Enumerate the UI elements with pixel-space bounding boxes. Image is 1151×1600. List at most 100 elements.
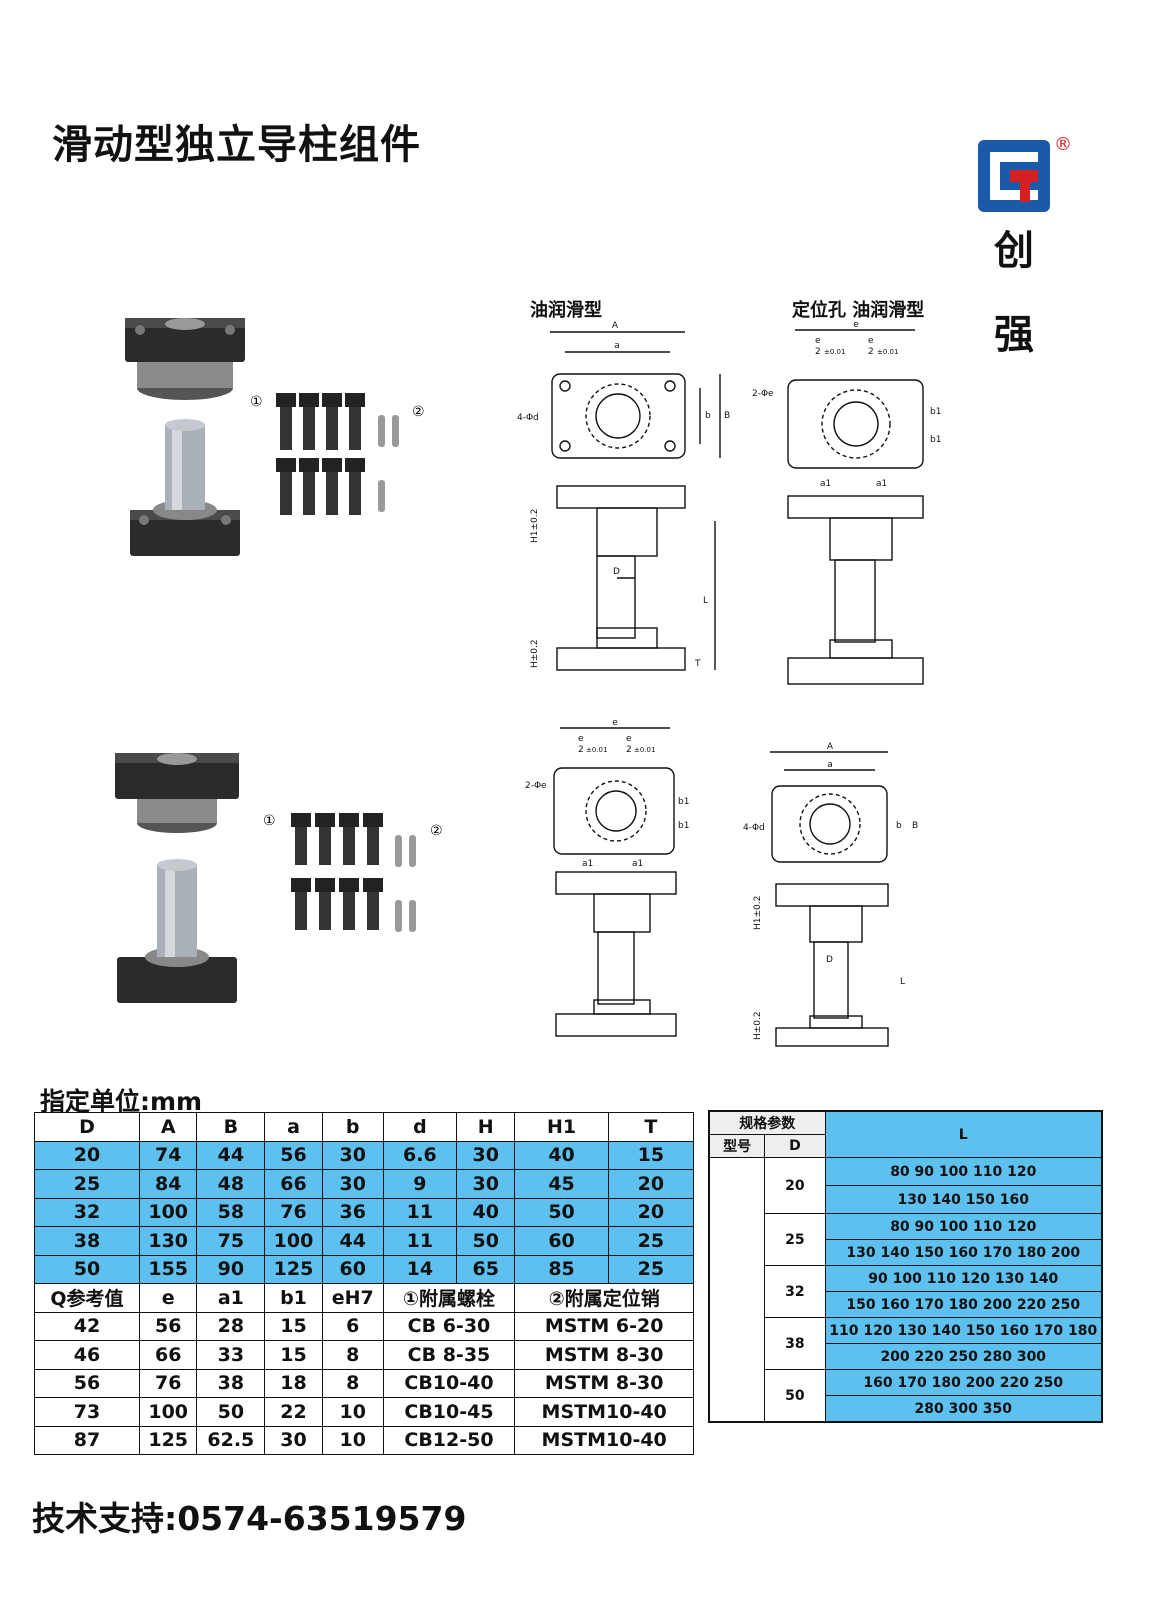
table-cell: 44 <box>196 1140 266 1170</box>
table-cell: 18 <box>264 1368 323 1398</box>
table-row: 130 140 150 160 <box>709 1185 1103 1214</box>
svg-text:±0.01: ±0.01 <box>877 348 898 356</box>
table-cell: 56 <box>264 1140 323 1170</box>
d-cell: 50 <box>764 1369 826 1423</box>
model-label-cell: 型号 <box>708 1134 766 1158</box>
table-cell: 22 <box>264 1397 323 1427</box>
model-cell <box>708 1157 766 1423</box>
table-cell: 15 <box>264 1340 323 1370</box>
bolts-image-2 <box>291 813 383 930</box>
table-cell: 100 <box>138 1397 198 1427</box>
table-cell: MSTM10-40 <box>514 1397 694 1427</box>
table-cell: 46 <box>34 1340 140 1370</box>
table-cell: 74 <box>138 1140 198 1170</box>
product-photo-1: ① ② <box>125 318 425 556</box>
callout-1-label-2: ① <box>263 813 276 829</box>
table-row: 25 80 90 100 110 120 <box>709 1213 1103 1266</box>
svg-text:±0.01: ±0.01 <box>586 746 607 754</box>
table-cell: 25 <box>607 1254 695 1284</box>
l-cell: 130 140 150 160 <box>824 1185 1103 1214</box>
table-cell: 8 <box>321 1368 384 1398</box>
l-cell: 150 160 170 180 200 220 250 <box>824 1291 1103 1318</box>
length-spec-table: 规格参数 L 型号 D 20 80 90 100 110 120 130 140… <box>708 1110 1103 1423</box>
header-cell: eH7 <box>321 1283 384 1313</box>
l-cell: 160 170 180 200 220 250 <box>824 1369 1103 1396</box>
dowel-pins-image <box>378 415 399 512</box>
header-cell: ①附属螺栓 <box>382 1283 516 1313</box>
table-cell: 62.5 <box>196 1425 266 1455</box>
svg-text:A: A <box>827 742 834 752</box>
svg-text:2-Φe: 2-Φe <box>752 389 774 399</box>
header-cell: d <box>382 1112 458 1142</box>
table-cell: 125 <box>138 1425 198 1455</box>
header-cell: A <box>138 1112 198 1142</box>
drawing-oil-lube: A a b B 4-Φd D L T H1±0.2 H±0.2 <box>517 321 730 671</box>
svg-text:H±0.2: H±0.2 <box>753 1011 763 1040</box>
table-row: 32 90 100 110 120 130 140 <box>709 1265 1103 1318</box>
table-cell: CB 6-30 <box>382 1311 516 1341</box>
svg-text:L: L <box>900 977 905 987</box>
logo-char-2: 强 <box>994 312 1034 358</box>
table-cell: 15 <box>607 1140 695 1170</box>
table-cell: 84 <box>138 1169 198 1199</box>
svg-text:a1: a1 <box>582 859 593 869</box>
header-cell: H <box>456 1112 516 1142</box>
table-header-row: 规格参数 L <box>708 1110 1103 1158</box>
drawing-oil-lube-lower: A a 4-Φd b B D L H1±0.2 H±0.2 <box>743 742 918 1047</box>
brand-logo: ® 创 强 <box>976 134 1076 366</box>
table-cell: 38 <box>34 1226 140 1256</box>
table-cell: 42 <box>34 1311 140 1341</box>
guide-post-image <box>130 419 240 556</box>
table-cell: 30 <box>321 1140 384 1170</box>
table-header-row-2: Q参考值 e a1 b1 eH7 ①附属螺栓 ②附属定位销 <box>34 1283 694 1313</box>
table-header-row: 型号 D <box>708 1134 1102 1158</box>
table-cell: 66 <box>264 1169 323 1199</box>
table-cell: 11 <box>382 1226 458 1256</box>
table-cell: 50 <box>196 1397 266 1427</box>
drawing-locating-lower: e e 2 ±0.01 e 2 ±0.01 2-Φe b1 b1 a1 a1 <box>525 718 689 1037</box>
d-cell: 38 <box>764 1317 826 1370</box>
d-cell: 25 <box>764 1213 826 1266</box>
table-cell: 87 <box>34 1425 140 1455</box>
svg-text:e: e <box>626 734 632 744</box>
l-cell: 80 90 100 110 120 <box>824 1157 1103 1186</box>
svg-text:D: D <box>826 955 833 965</box>
svg-text:b1: b1 <box>930 435 941 445</box>
svg-text:e: e <box>578 734 584 744</box>
oil-lube-type-label: 油润滑型 <box>530 300 602 321</box>
svg-text:b1: b1 <box>678 797 689 807</box>
table-cell: 130 <box>138 1226 198 1256</box>
table-cell: 155 <box>138 1254 198 1284</box>
l-cell: 130 140 150 160 170 180 200 <box>824 1239 1103 1266</box>
table-row: 280 300 350 <box>709 1395 1103 1423</box>
table-header-row: D A B a b d H H1 T <box>34 1112 695 1142</box>
callout-2-label: ② <box>412 404 425 420</box>
table-cell: MSTM 6-20 <box>514 1311 694 1341</box>
table-cell: 56 <box>138 1311 198 1341</box>
product-photo-2: ① ② <box>115 753 443 1003</box>
table-cell: 14 <box>382 1254 458 1284</box>
table-cell: 76 <box>138 1368 198 1398</box>
d-label-cell: D <box>764 1134 826 1158</box>
svg-text:2-Φe: 2-Φe <box>525 781 547 791</box>
l-cell: 90 100 110 120 130 140 <box>824 1265 1103 1292</box>
table-cell: 50 <box>34 1254 140 1284</box>
svg-text:H1±0.2: H1±0.2 <box>530 509 540 543</box>
svg-text:4-Φd: 4-Φd <box>743 823 765 833</box>
drawing-locating-oil-lube: e e 2 ±0.01 e 2 ±0.01 2-Φe b1 b1 a1 a1 <box>752 320 941 685</box>
table-row: 20 80 90 100 110 120 <box>708 1157 1103 1423</box>
table-cell: 33 <box>196 1340 266 1370</box>
table-cell: CB10-40 <box>382 1368 516 1398</box>
table-cell: 38 <box>196 1368 266 1398</box>
table-cell: 36 <box>321 1197 384 1227</box>
header-cell: a1 <box>196 1283 266 1313</box>
svg-text:a1: a1 <box>820 479 831 489</box>
header-cell: ②附属定位销 <box>514 1283 694 1313</box>
